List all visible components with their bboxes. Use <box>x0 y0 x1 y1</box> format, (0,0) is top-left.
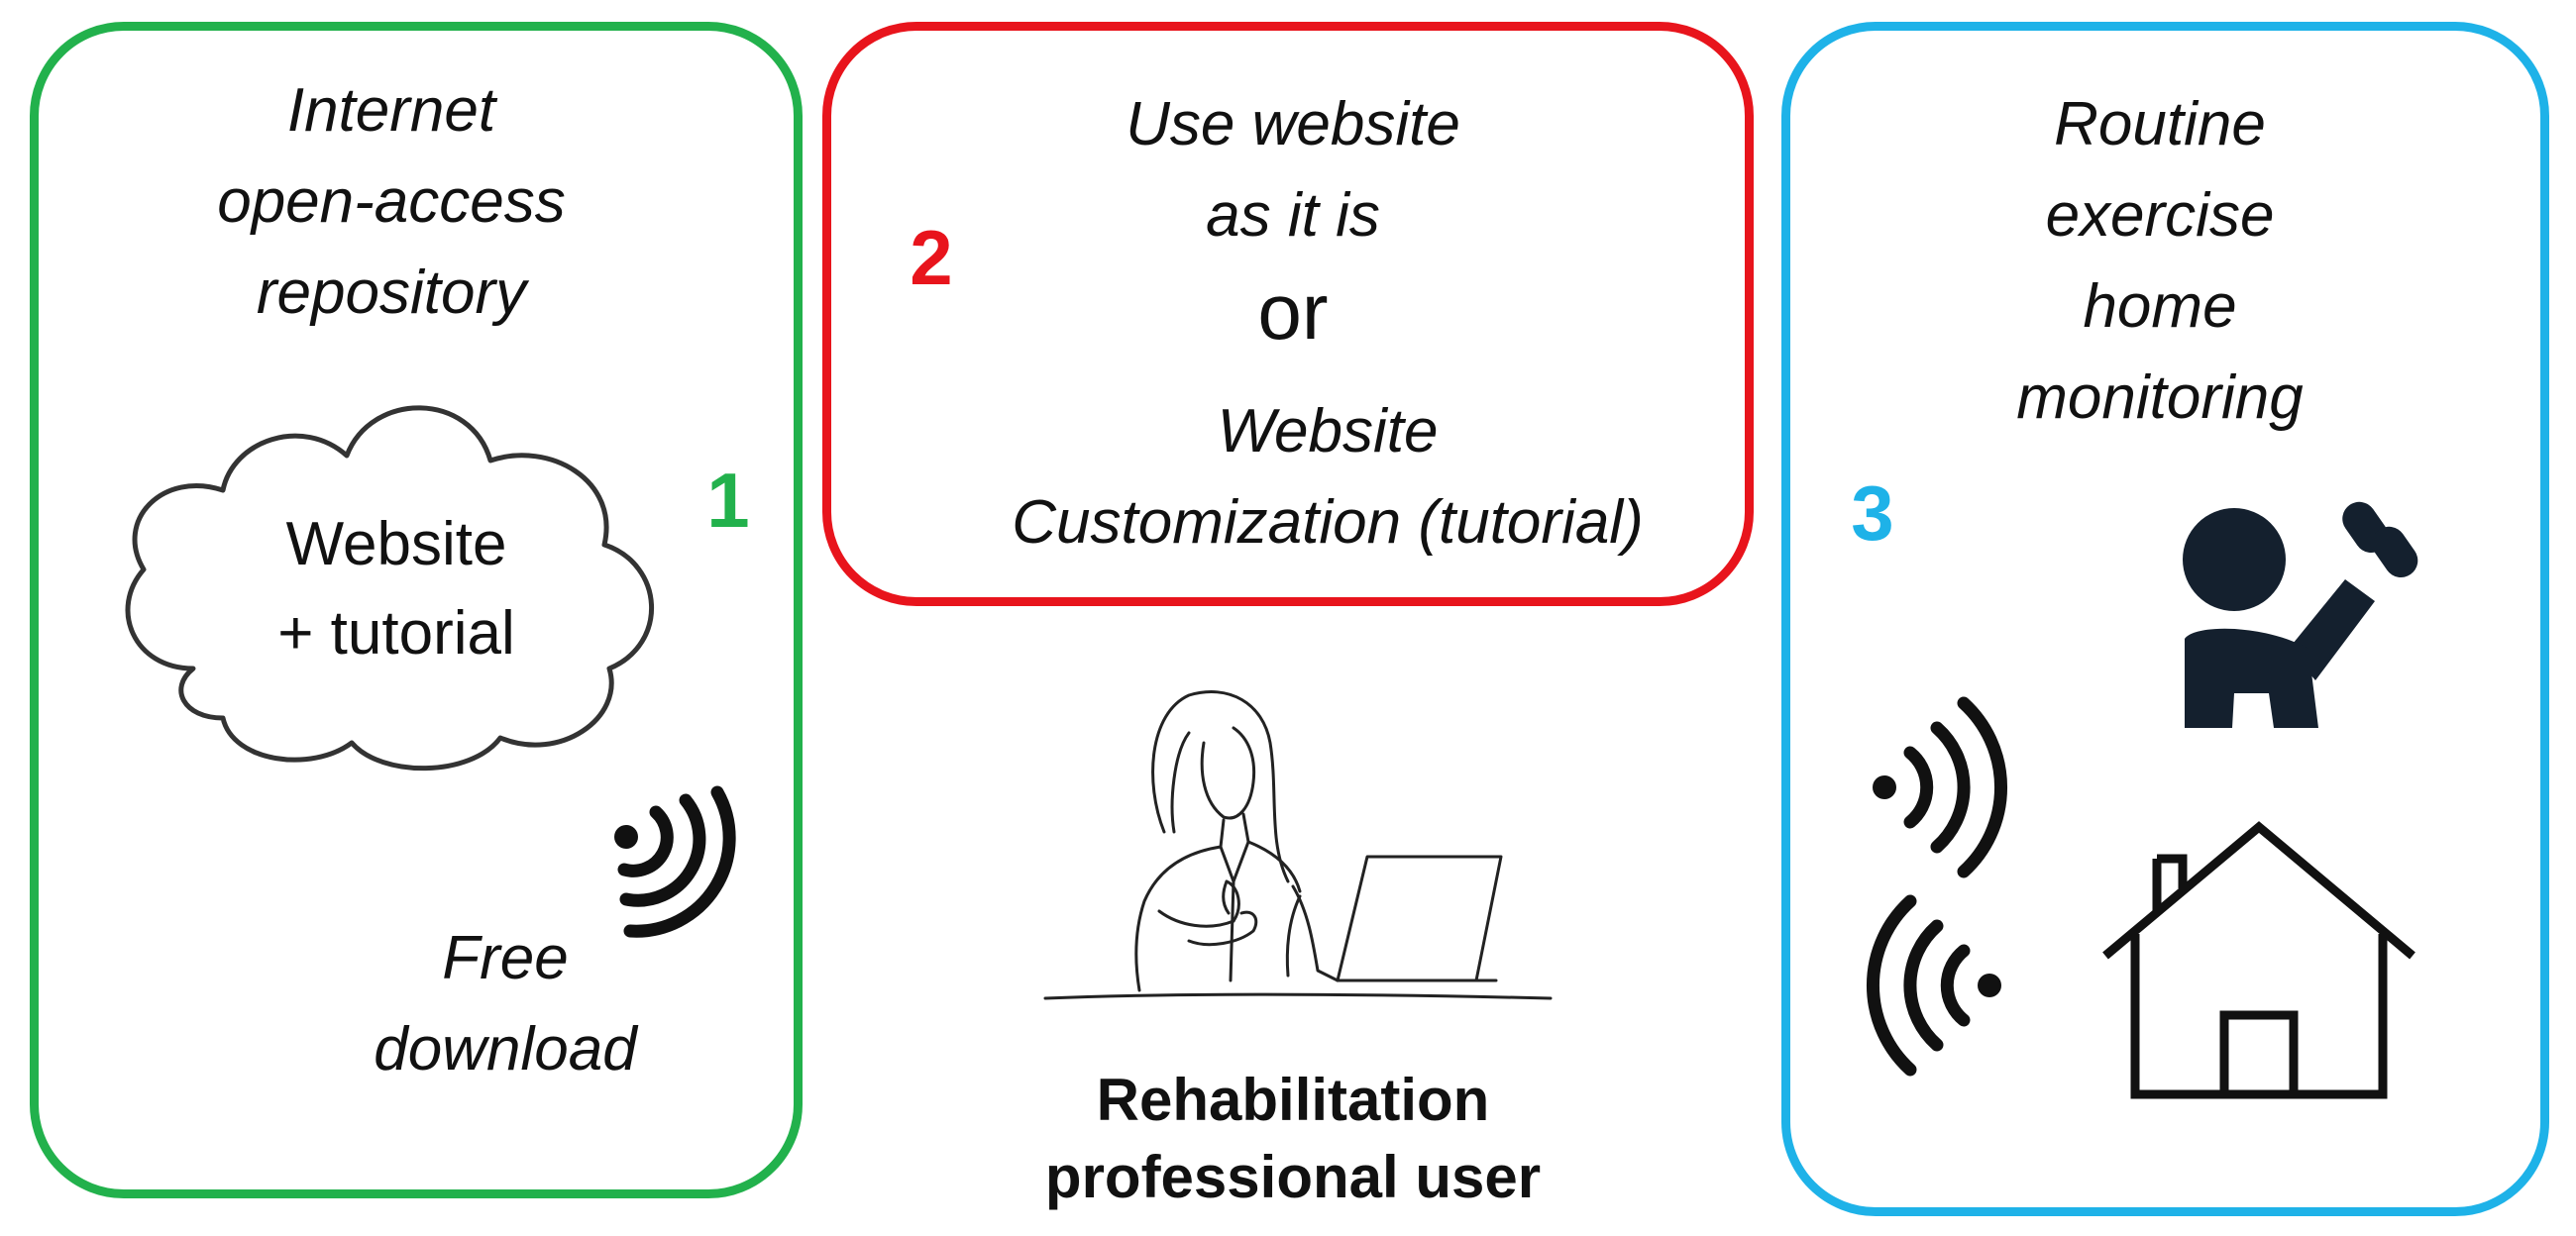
label-line: professional user <box>1044 1144 1542 1210</box>
heading-line: monitoring <box>2016 363 2304 432</box>
label-line: Rehabilitation <box>1096 1067 1490 1133</box>
panel-3-heading: Routine exercise home monitoring <box>1942 79 2378 444</box>
wireless-signal-icon <box>1873 696 2008 878</box>
panel-1-heading: Internet open-access repository <box>178 65 604 339</box>
option-line: Website <box>1217 397 1439 465</box>
cloud-label-line: + tutorial <box>277 599 515 668</box>
heading-line: repository <box>256 258 527 327</box>
option-use-as-is: Use website as it is <box>1011 79 1575 261</box>
heading-line: Internet <box>286 76 496 145</box>
or-connector: or <box>1257 267 1329 356</box>
panel-3-home-monitoring <box>1781 22 2549 1216</box>
option-line: Use website <box>1126 90 1460 158</box>
caption-line: Free <box>442 924 569 992</box>
panel-2-website-options <box>822 22 1754 606</box>
step-number-2: 2 <box>910 214 953 301</box>
heading-line: open-access <box>217 167 566 236</box>
cloud-label-line: Website <box>285 510 507 578</box>
house-icon <box>2102 821 2415 1099</box>
wireless-signal-icon <box>1866 894 2001 1077</box>
step-number-1: 1 <box>706 457 750 544</box>
option-line: Customization (tutorial) <box>1012 488 1644 557</box>
rehabilitation-professional-label: Rehabilitation professional user <box>976 1062 1610 1216</box>
person-lifting-dumbbell-icon <box>2183 501 2418 728</box>
woman-laptop-thumbs-up-icon <box>1043 690 1553 1000</box>
step-number-3: 3 <box>1851 469 1894 557</box>
caption-line: download <box>374 1015 637 1083</box>
option-line: as it is <box>1206 181 1380 250</box>
option-customization: Website Customization (tutorial) <box>912 386 1744 568</box>
cloud-label: Website + tutorial <box>173 500 619 678</box>
cloud-icon <box>125 405 655 772</box>
free-download-caption: Free download <box>342 913 669 1095</box>
heading-line: exercise <box>2045 181 2275 250</box>
heading-line: home <box>2083 272 2237 341</box>
heading-line: Routine <box>2054 90 2266 158</box>
wireless-signal-icon <box>614 785 736 938</box>
